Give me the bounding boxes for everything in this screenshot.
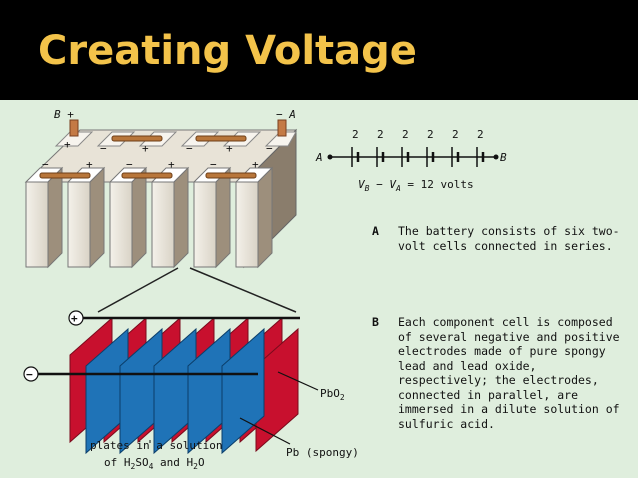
cell-voltage-labels: 2 2 2 2 2 2 [352,128,484,141]
cell-voltage: 2 [452,128,459,141]
cell-sign: − [42,158,49,171]
negative-symbol: − [26,368,33,381]
series-connectors [39,135,257,179]
terminal-b-post [69,119,79,137]
cell-sign: + [86,158,93,171]
terminal-a-label: − A [276,108,296,121]
pb-label: Pb (spongy) [286,446,359,459]
cell-voltage: 2 [352,128,359,141]
pbo2-leader-line [277,371,319,391]
zoom-line-right [189,267,297,313]
battery-figure: + − + − + − − + − + − + B + − A [23,108,507,471]
terminal-a-post [277,119,287,137]
note-a-letter: A [372,224,379,238]
title-bar: Creating Voltage [0,0,638,100]
cell-sign: + [168,158,175,171]
cell-sign: + [252,158,259,171]
cell-voltage: 2 [427,128,434,141]
plates-caption-line2: of H2SO4 and H2O [104,456,205,471]
cell-sign: − [266,142,273,155]
cell-sign: − [186,142,193,155]
pb-leader-line [239,417,291,445]
schematic-label-b: B [500,151,507,164]
schematic-node-b [493,154,499,160]
schematic-cells [351,147,485,167]
negative-terminal-icon [23,366,39,382]
cell-sign: − [100,142,107,155]
cell-voltage: 2 [402,128,409,141]
voltage-equation: VB − VA = 12 volts [358,178,474,193]
zoom-line-left [97,267,179,313]
note-b-letter: B [372,315,379,329]
schematic-node-a [327,154,333,160]
cell-sign: − [126,158,133,171]
cell-sign: + [64,138,71,151]
schematic-label-a: A [315,151,323,164]
cell-sign: + [226,142,233,155]
electrode-plates [69,316,299,455]
terminal-b-label: B + [54,108,74,121]
plates-caption-line1: plates in a solution [90,439,222,452]
note-a-text: The battery consists of six two-volt cel… [398,224,620,253]
cell-voltage: 2 [377,128,384,141]
pbo2-label: PbO2 [320,387,345,402]
cell-plate-detail: + − PbO2 Pb (spongy) plates in a solutio… [23,310,359,471]
slide-title: Creating Voltage [38,28,417,74]
cell-sign-labels: + − + − + − − + − + − + [42,138,273,171]
note-b-text: Each component cell is composed of sever… [398,315,620,431]
battery-block: + − + − + − − + − + − + B + − A [24,108,298,269]
series-schematic: 2 2 2 2 2 2 A B VB − VA = 12 volts [315,128,507,193]
cell-sign: + [142,142,149,155]
cell-sign: − [210,158,217,171]
positive-symbol: + [71,312,78,325]
positive-terminal-icon [68,310,84,326]
cell-voltage: 2 [477,128,484,141]
